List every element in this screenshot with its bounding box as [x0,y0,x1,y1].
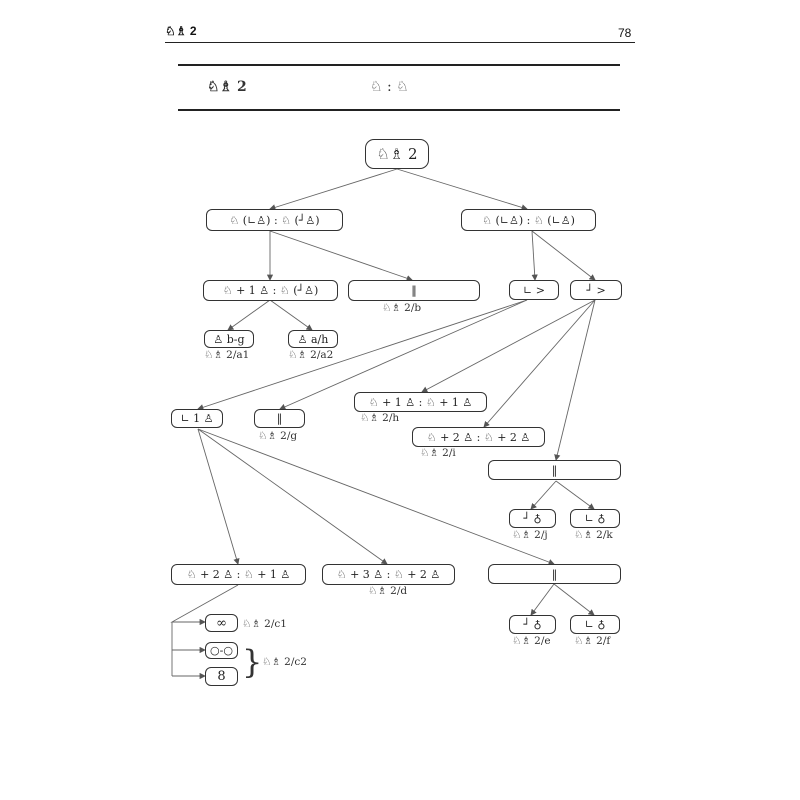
node-pawn-a-h: ♙ a/h [288,330,338,348]
edge-m5-m7 [555,480,595,510]
header-rule [165,42,635,43]
node-extra-pawn: ♘ + 1 ♙ : ♘ (┘♙) [203,280,338,301]
edge-l2d-m5 [554,299,596,461]
label-2h: ♘♗ 2/h [360,412,400,424]
edge-l2c-m2 [279,299,528,410]
node-eval-zugzwang: ○-○ [205,642,238,659]
label-2a1: ♘♗ 2/a1 [204,349,250,361]
label-2a2: ♘♗ 2/a2 [288,349,334,361]
label-2g: ♘♗ 2/g [258,430,298,442]
node-plus2-vs-plus1: ♘ + 2 ♙ : ♘ + 1 ♙ [171,564,306,585]
edge-l2a-l3b [269,299,313,331]
caption-top-rule [178,64,620,66]
page-number: 78 [618,26,632,40]
node-right-greater: ┘ > [570,280,622,300]
label-2c2: ♘♗ 2/c2 [262,656,307,668]
node-plus1-vs-plus1: ♘ + 1 ♙ : ♘ + 1 ♙ [354,392,487,412]
edge-l1b-l2d [531,230,596,281]
edge-m5-m6 [530,480,557,510]
label-2f: ♘♗ 2/f [574,635,611,647]
node-equal-bottom: ‖ [488,564,621,584]
node-equal-g: ‖ [254,409,305,428]
node-knight-vs-knight-opposite: ♘ (∟♙) : ♘ (┘♙) [206,209,343,231]
edge-l1b-l2c [531,230,538,281]
root-node: ♘♗ 2 [365,139,429,169]
edge-m1-b2 [197,428,388,565]
edge-m1-b3 [197,428,555,566]
node-knight-vs-knight-same: ♘ (∟♙) : ♘ (∟♙) [461,209,596,231]
label-2j: ♘♗ 2/j [512,529,548,541]
node-pawn-b-g: ♙ b-g [204,330,254,348]
node-left-one-pawn: ∟ 1 ♙ [171,409,223,428]
running-header: ♘♗ 2 [165,24,197,38]
edge-l2d-m4 [483,299,596,428]
label-2i: ♘♗ 2/i [420,447,456,459]
caption-bottom-rule [178,109,620,111]
edge-l2d-m3 [421,299,596,393]
node-eval-draw: 8 [205,667,238,686]
caption-left: ♘♗ 2 [207,79,247,95]
edge-root-l1a [269,168,398,211]
node-plus3-vs-plus2: ♘ + 3 ♙ : ♘ + 2 ♙ [322,564,455,585]
edge-b3-b4 [530,583,555,616]
node-left-greater: ∟ > [509,280,559,300]
node-plus2-vs-plus2: ♘ + 2 ♙ : ♘ + 2 ♙ [412,427,545,447]
node-right-king-bottom: ┘ ♁ [509,615,556,634]
edge-l2a-l3a [227,299,271,331]
edge-b3-b5 [553,583,595,616]
node-left-king-bottom: ∟ ♁ [570,615,620,634]
edge-m1-b1 [197,428,240,565]
label-2c1: ♘♗ 2/c1 [242,618,287,630]
edge-l2c-m1 [197,299,528,411]
label-2k: ♘♗ 2/k [574,529,613,541]
edge-l1a-l2b [269,230,413,282]
node-right-king: ┘ ♁ [509,509,556,528]
label-2e: ♘♗ 2/e [512,635,551,647]
node-left-king: ∟ ♁ [570,509,620,528]
caption-right: ♘ : ♘ [370,79,409,95]
node-eval-unclear: ∞ [205,614,238,632]
label-2b: ♘♗ 2/b [382,302,422,314]
node-equal-b: ‖ [348,280,480,301]
edge-root-l1b [396,168,528,211]
node-equal-right: ‖ [488,460,621,480]
brace-c2: } [242,643,263,681]
label-2d: ♘♗ 2/d [368,585,408,597]
